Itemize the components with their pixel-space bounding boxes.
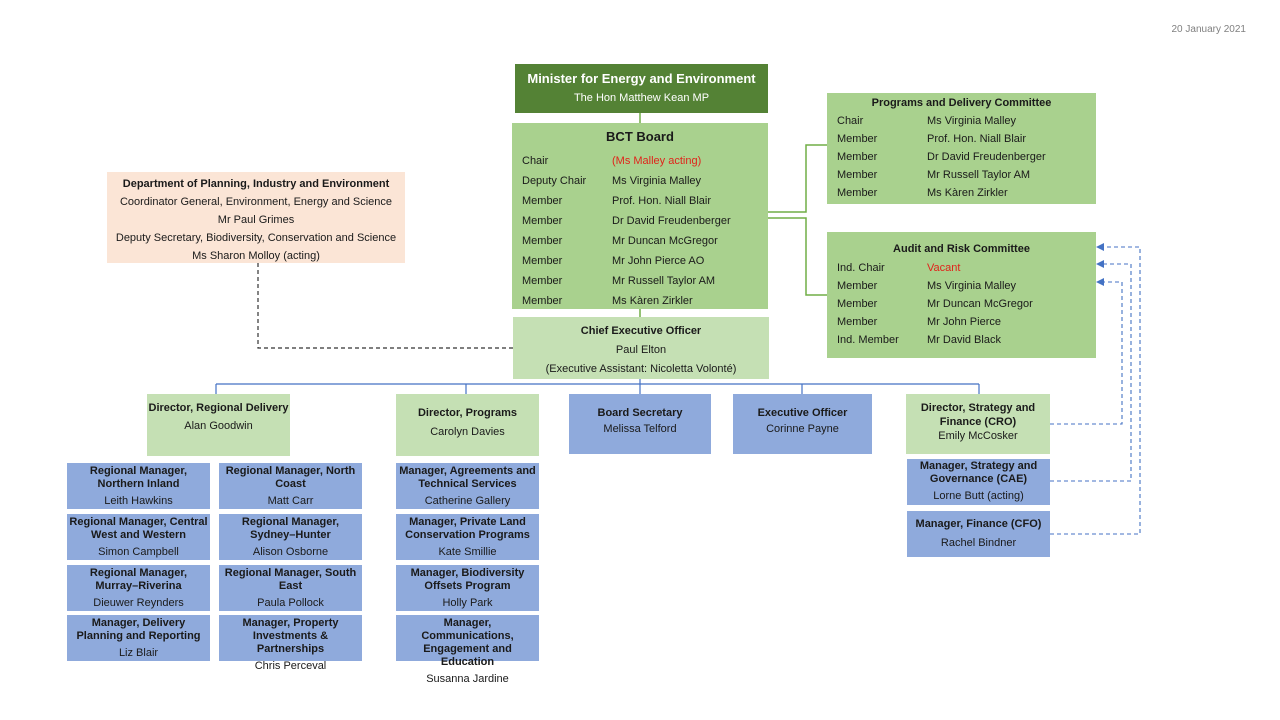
ceo-box: Chief Executive Officer Paul Elton (Exec… bbox=[513, 317, 769, 379]
regional-manager-box: Regional Manager, Central West and Weste… bbox=[67, 514, 210, 560]
dpie-line: Mr Paul Grimes bbox=[217, 214, 295, 226]
dpie-line: Deputy Secretary, Biodiversity, Conserva… bbox=[115, 232, 397, 244]
programs-manager-box: Manager, Private Land Conservation Progr… bbox=[396, 514, 539, 560]
dpie-line: Coordinator General, Environment, Energy… bbox=[119, 196, 393, 208]
regional-manager-box: Manager, Property Investments & Partners… bbox=[219, 615, 362, 672]
minister-title: Minister for Energy and Environment bbox=[527, 71, 756, 86]
programs-manager-box: Manager, Communications, Engagement and … bbox=[396, 615, 539, 685]
executive-officer-box: Executive Officer Corinne Payne bbox=[733, 394, 872, 454]
director-strategy-box: Director, Strategy and Finance (CRO) Emi… bbox=[906, 394, 1050, 454]
director-regional-box: Director, Regional Delivery Alan Goodwin bbox=[147, 394, 290, 456]
arc-title: Audit and Risk Committee bbox=[893, 243, 1030, 255]
finance-manager-box: Manager, Finance (CFO)Rachel Bindner bbox=[907, 511, 1050, 557]
date-label: 20 January 2021 bbox=[1171, 24, 1246, 35]
dpie-box: Department of Planning, Industry and Env… bbox=[107, 172, 405, 263]
minister-name: The Hon Matthew Kean MP bbox=[573, 92, 710, 104]
board-row: Chair(Ms Malley acting) bbox=[522, 155, 702, 167]
board-secretary-box: Board Secretary Melissa Telford bbox=[569, 394, 711, 454]
minister-box: Minister for Energy and Environment The … bbox=[515, 64, 768, 113]
board-title: BCT Board bbox=[606, 129, 674, 144]
ceo-title: Chief Executive Officer bbox=[580, 325, 702, 337]
dpie-line: Ms Sharon Molloy (acting) bbox=[192, 250, 320, 262]
strategy-manager-box: Manager, Strategy and Governance (CAE)Lo… bbox=[907, 459, 1050, 505]
bct-board-box: BCT Board Chair(Ms Malley acting) Deputy… bbox=[512, 123, 768, 309]
programs-manager-box: Manager, Agreements and Technical Servic… bbox=[396, 463, 539, 509]
director-programs-box: Director, Programs Carolyn Davies bbox=[396, 394, 539, 456]
ceo-name: Paul Elton bbox=[615, 344, 667, 356]
ceo-assistant: (Executive Assistant: Nicoletta Volonté) bbox=[545, 363, 737, 375]
regional-manager-box: Manager, Delivery Planning and Reporting… bbox=[67, 615, 210, 661]
pdc-title: Programs and Delivery Committee bbox=[871, 97, 1052, 109]
dpie-title: Department of Planning, Industry and Env… bbox=[122, 178, 390, 190]
